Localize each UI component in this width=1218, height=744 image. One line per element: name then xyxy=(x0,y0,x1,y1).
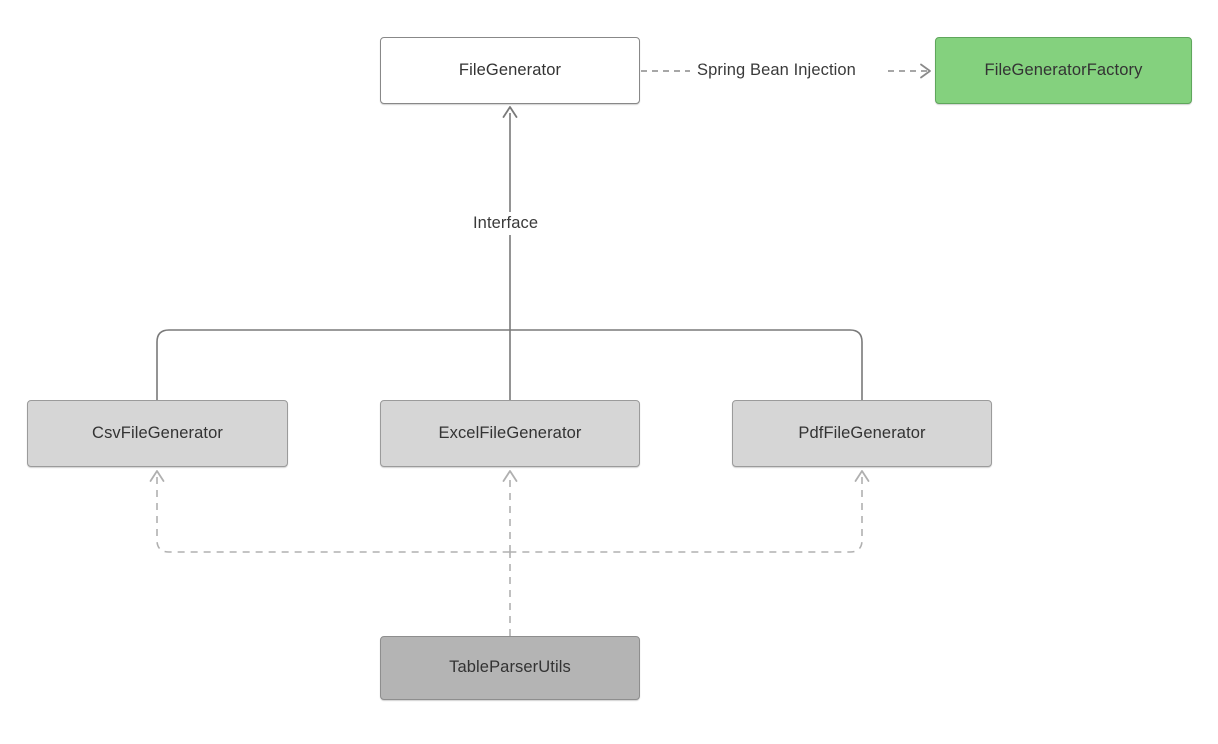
table-parser-arrowhead-pdf xyxy=(854,470,870,482)
node-file-generator-factory-label: FileGeneratorFactory xyxy=(984,60,1143,79)
node-file-generator[interactable]: FileGenerator xyxy=(380,37,640,104)
table-parser-arrowhead-csv xyxy=(149,470,165,482)
interface-arrowhead xyxy=(502,106,518,118)
node-csv-file-generator-label: CsvFileGenerator xyxy=(92,423,223,442)
node-excel-file-generator-label: ExcelFileGenerator xyxy=(438,423,582,442)
node-excel-file-generator[interactable]: ExcelFileGenerator xyxy=(380,400,640,467)
node-file-generator-label: FileGenerator xyxy=(458,60,562,79)
interface-branch-pdf xyxy=(510,329,863,400)
node-file-generator-factory[interactable]: FileGeneratorFactory xyxy=(935,37,1192,104)
node-pdf-file-generator[interactable]: PdfFileGenerator xyxy=(732,400,992,467)
edge-label-interface: Interface xyxy=(466,212,546,235)
edge-table-parser-usage xyxy=(149,470,870,636)
table-parser-branch-pdf xyxy=(510,477,863,553)
edge-label-spring-bean-injection: Spring Bean Injection xyxy=(690,59,863,82)
table-parser-branch-csv xyxy=(156,477,510,553)
node-pdf-file-generator-label: PdfFileGenerator xyxy=(798,423,926,442)
interface-branch-csv xyxy=(156,329,510,400)
node-csv-file-generator[interactable]: CsvFileGenerator xyxy=(27,400,288,467)
table-parser-arrowhead-excel xyxy=(502,470,518,482)
node-table-parser-utils[interactable]: TableParserUtils xyxy=(380,636,640,700)
edge-interface-realization xyxy=(156,106,863,400)
node-table-parser-utils-label: TableParserUtils xyxy=(449,658,571,677)
spring-bean-injection-arrowhead xyxy=(920,63,931,79)
